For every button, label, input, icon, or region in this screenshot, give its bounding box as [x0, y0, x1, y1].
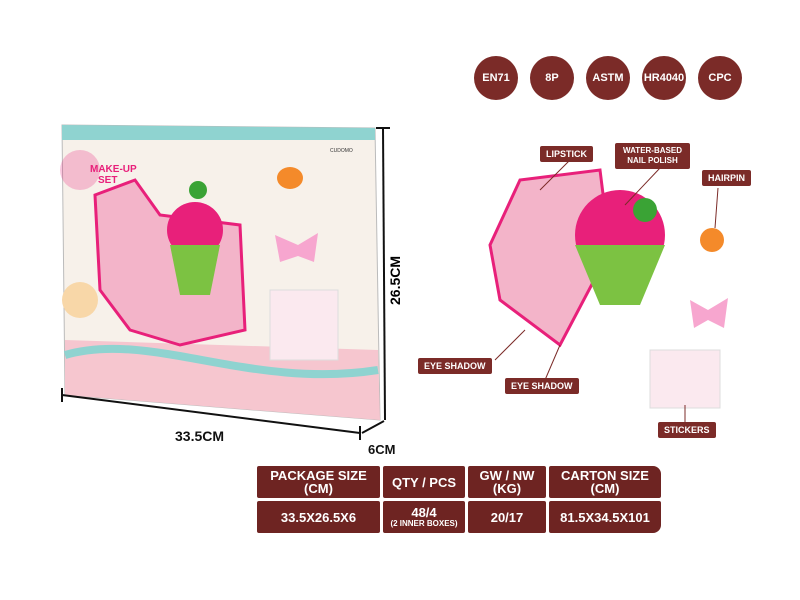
callout-hairpin: HAIRPIN: [702, 170, 752, 186]
value-qty: 48/4(2 INNER BOXES): [383, 501, 465, 533]
box-brand: CUDOMO: [330, 148, 353, 154]
cert-badge-8p: 8P: [530, 56, 574, 100]
header-qty: QTY / PCS: [383, 466, 465, 498]
header-weight: GW / NW (KG): [468, 466, 546, 498]
callout-stickers: STICKERS: [658, 422, 716, 438]
package-box: [60, 124, 381, 421]
cert-badge-cpc: CPC: [698, 56, 742, 100]
callout-eye-shadow-1: EYE SHADOW: [418, 358, 492, 374]
qty-value: 48/4: [411, 504, 437, 520]
box-title-line2: SET: [98, 175, 117, 186]
box-title-line1: MAKE-UP: [90, 164, 137, 175]
header-carton-size: CARTON SIZE (CM): [549, 466, 661, 498]
dimension-depth: 6CM: [368, 442, 396, 457]
callout-lipstick: LIPSTICK: [540, 146, 594, 162]
makeup-set-open: [488, 159, 728, 422]
cert-badge-hr4040: HR4040: [642, 56, 686, 100]
qty-note: (2 INNER BOXES): [390, 518, 458, 528]
value-package-size: 33.5X26.5X6: [257, 501, 380, 533]
cert-badge-astm: ASTM: [586, 56, 630, 100]
dimension-height: 26.5CM: [387, 256, 403, 305]
callout-nail-polish: WATER-BASED NAIL POLISH: [615, 143, 690, 169]
value-weight: 20/17: [468, 501, 546, 533]
header-package-size: PACKAGE SIZE (CM): [257, 466, 380, 498]
dimension-width: 33.5CM: [175, 428, 225, 444]
callout-eye-shadow-2: EYE SHADOW: [505, 378, 579, 394]
cert-badge-en71: EN71: [474, 56, 518, 100]
value-carton-size: 81.5X34.5X101: [549, 501, 661, 533]
